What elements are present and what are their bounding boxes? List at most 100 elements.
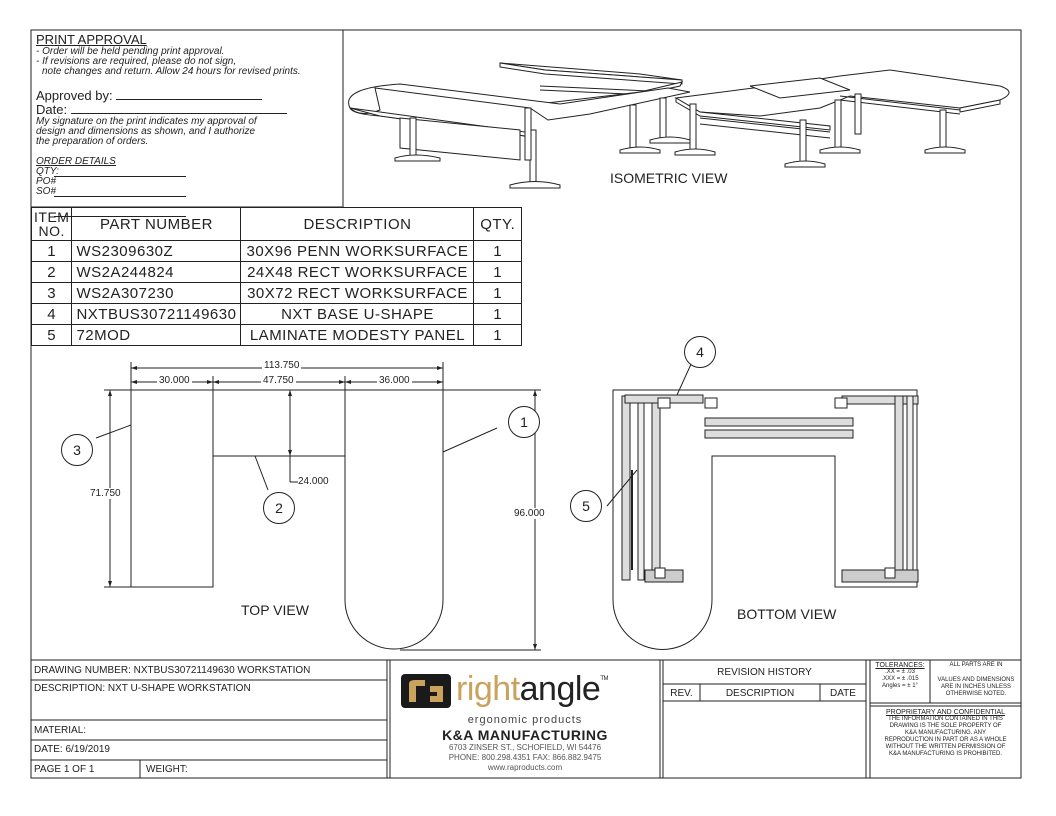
units-note-line: VALUES AND DIMENSIONS bbox=[937, 677, 1015, 683]
bom-qty: 1 bbox=[473, 324, 522, 346]
bom-part: WS2309630Z bbox=[71, 240, 242, 262]
drawing-description: DESCRIPTION: NXT U-SHAPE WORKSTATION bbox=[34, 683, 251, 694]
company-logo-text: rightangleTM bbox=[456, 670, 609, 708]
company-address: 6703 ZINSER ST., SCHOFIELD, WI 54476 bbox=[448, 743, 602, 752]
drawing-number: DRAWING NUMBER: NXTBUS30721149630 WORKST… bbox=[34, 665, 311, 676]
print-approval-title: PRINT APPROVAL bbox=[36, 32, 147, 47]
bom-qty: 1 bbox=[473, 261, 522, 283]
proprietary-notice: PROPRIETARY AND CONFIDENTIAL THE INFORMA… bbox=[870, 709, 1021, 758]
approved-by-label: Approved by: bbox=[36, 88, 113, 103]
table-row: 3 WS2A307230 30X72 RECT WORKSURFACE 1 bbox=[30, 282, 522, 304]
tolerance-line: Angles = ± 1° bbox=[882, 683, 918, 689]
bom-item: 4 bbox=[30, 303, 73, 325]
company-web[interactable]: www.raproducts.com bbox=[487, 763, 563, 772]
dim-middle-depth: 24.000 bbox=[298, 476, 329, 487]
bom-part: WS2A244824 bbox=[71, 261, 242, 283]
bom-item: 1 bbox=[30, 240, 73, 262]
date-label: Date: bbox=[36, 102, 68, 117]
bom-desc: 24X48 RECT WORKSURFACE bbox=[240, 261, 475, 283]
bom-part: NXTBUS30721149630 bbox=[71, 303, 242, 325]
bom-qty: 1 bbox=[473, 303, 522, 325]
balloon-3[interactable]: 3 bbox=[61, 434, 93, 466]
proprietary-line: K&A MANUFACTURING. ANY bbox=[904, 730, 986, 736]
date-line[interactable] bbox=[70, 113, 287, 114]
table-row: 2 WS2A244824 24X48 RECT WORKSURFACE 1 bbox=[30, 261, 522, 283]
tolerance-line: .XXX = ± .015 bbox=[881, 676, 919, 682]
bom-item: 3 bbox=[30, 282, 73, 304]
dimension-arrows bbox=[108, 366, 537, 650]
page-field: PAGE 1 OF 1 bbox=[34, 764, 95, 775]
signature-text: My signature on the print indicates my a… bbox=[36, 116, 257, 127]
table-row: 1 WS2309630Z 30X96 PENN WORKSURFACE 1 bbox=[30, 240, 522, 262]
bom-part: WS2A307230 bbox=[71, 282, 242, 304]
revision-col-rev: REV. bbox=[670, 688, 693, 699]
bom-header-part: PART NUMBER bbox=[71, 207, 242, 241]
tolerances-title: TOLERANCES: bbox=[875, 662, 925, 669]
proprietary-line: K&A MANUFACTURING IS PROHIBITED. bbox=[888, 751, 1002, 757]
proprietary-title: PROPRIETARY AND CONFIDENTIAL bbox=[885, 709, 1006, 716]
balloon-4[interactable]: 4 bbox=[684, 336, 716, 368]
isometric-view-label: ISOMETRIC VIEW bbox=[610, 170, 728, 186]
dim-left-height: 71.750 bbox=[90, 488, 121, 499]
tolerance-line: .XX = ± .03 bbox=[885, 669, 915, 675]
balloon-2[interactable]: 2 bbox=[263, 492, 295, 524]
order-details-title: ORDER DETAILS bbox=[36, 156, 116, 167]
units-note: ALL PARTS ARE IN VALUES AND DIMENSIONS A… bbox=[932, 662, 1020, 698]
signature-text: design and dimensions as shown, and I au… bbox=[36, 126, 256, 137]
company-tagline: ergonomic products bbox=[467, 714, 583, 726]
material-field: MATERIAL: bbox=[34, 725, 87, 736]
bom-qty: 1 bbox=[473, 240, 522, 262]
proprietary-line: DRAWING IS THE SOLE PROPERTY OF bbox=[889, 723, 1002, 729]
print-approval-line: note changes and return. Allow 24 hours … bbox=[42, 66, 301, 77]
bom-desc: 30X96 PENN WORKSURFACE bbox=[240, 240, 475, 262]
approved-by-line[interactable] bbox=[116, 99, 263, 100]
proprietary-line: WITHOUT THE WRITTEN PERMISSION OF bbox=[885, 744, 1006, 750]
bom-item: 2 bbox=[30, 261, 73, 283]
proprietary-line: THE INFORMATION CONTAINED IN THIS bbox=[888, 716, 1003, 722]
top-view-label: TOP VIEW bbox=[241, 602, 309, 618]
units-note-line: ALL PARTS ARE IN bbox=[949, 662, 1003, 668]
balloon-1[interactable]: 1 bbox=[508, 406, 540, 438]
print-approval-line: - If revisions are required, please do n… bbox=[36, 56, 237, 67]
units-note-line: ARE IN INCHES UNLESS bbox=[940, 684, 1012, 690]
bottom-view-label: BOTTOM VIEW bbox=[737, 606, 837, 622]
dim-right-height: 96.000 bbox=[514, 508, 545, 519]
revision-col-desc: DESCRIPTION bbox=[725, 688, 795, 699]
company-phone: PHONE: 800.298.4351 FAX: 866.882.9475 bbox=[448, 753, 602, 762]
weight-field: WEIGHT: bbox=[146, 764, 188, 775]
dim-width-2: 47.750 bbox=[261, 375, 296, 386]
print-approval-line: - Order will be held pending print appro… bbox=[36, 46, 225, 57]
order-field-label: SO# bbox=[36, 186, 57, 197]
isometric-drawing-right bbox=[674, 69, 1010, 168]
bom-part: 72MOD bbox=[71, 324, 242, 346]
bom-desc: LAMINATE MODESTY PANEL bbox=[240, 324, 475, 346]
units-note-line: OTHERWISE NOTED. bbox=[945, 691, 1007, 697]
bom-header-qty: QTY. bbox=[473, 207, 522, 241]
title-block-lines bbox=[30, 659, 1022, 779]
po-field[interactable] bbox=[54, 177, 186, 197]
qty-field[interactable] bbox=[54, 167, 186, 177]
dim-width-3: 36.000 bbox=[377, 375, 412, 386]
balloon-5[interactable]: 5 bbox=[570, 490, 602, 522]
table-row: 4 NXTBUS30721149630 NXT BASE U-SHAPE 1 bbox=[30, 303, 522, 325]
isometric-drawing-left bbox=[348, 62, 691, 189]
date-field: DATE: 6/19/2019 bbox=[34, 744, 110, 755]
bottom-view-drawing bbox=[606, 361, 919, 650]
order-field-label: QTY: bbox=[36, 166, 59, 177]
bom-header-desc: DESCRIPTION bbox=[240, 207, 475, 241]
revision-history-title: REVISION HISTORY bbox=[717, 667, 812, 678]
tolerances-block: TOLERANCES: .XX = ± .03 .XXX = ± .015 An… bbox=[872, 662, 928, 690]
proprietary-line: REPRODUCTION IN PART OR AS A WHOLE bbox=[884, 737, 1007, 743]
bom-item: 5 bbox=[30, 324, 73, 346]
revision-col-date: DATE bbox=[830, 688, 856, 699]
logo-mark bbox=[401, 674, 451, 708]
company-name: K&A MANUFACTURING bbox=[442, 727, 608, 743]
bom-qty: 1 bbox=[473, 282, 522, 304]
bom-desc: NXT BASE U-SHAPE bbox=[240, 303, 475, 325]
bom-desc: 30X72 RECT WORKSURFACE bbox=[240, 282, 475, 304]
dim-overall-width: 113.750 bbox=[262, 360, 302, 371]
